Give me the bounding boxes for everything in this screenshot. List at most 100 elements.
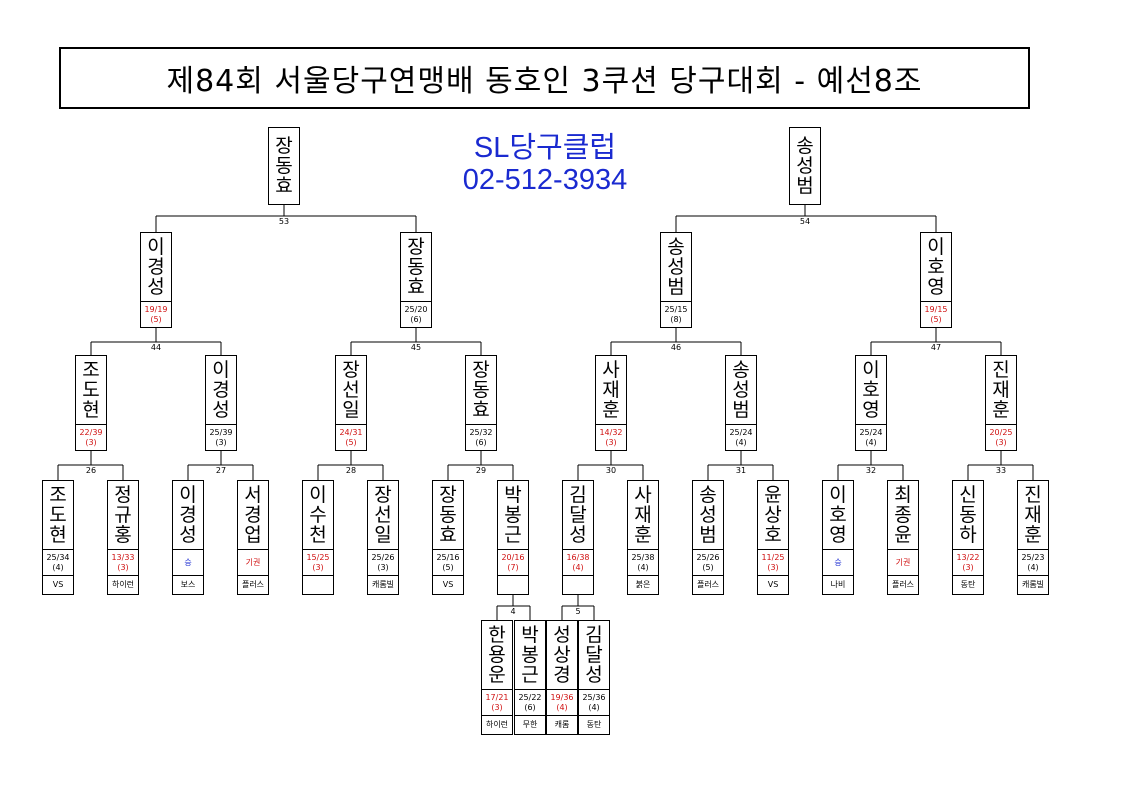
score-detail: (6) bbox=[410, 314, 422, 324]
player-club: VS bbox=[43, 575, 73, 594]
player-club: 플러스 bbox=[693, 575, 723, 594]
score-detail: (3) bbox=[377, 562, 389, 572]
player-club: 캐롬빌 bbox=[368, 575, 398, 594]
score-detail: (7) bbox=[507, 562, 519, 572]
player-club: 붉은 bbox=[628, 575, 658, 594]
club-info: SL당구클럽 02-512-3934 bbox=[430, 132, 660, 196]
player-club: 캐롬빌 bbox=[1018, 575, 1048, 594]
score-value: 20/16 bbox=[501, 552, 525, 562]
match-number: 46 bbox=[670, 343, 682, 352]
match-number: 32 bbox=[865, 466, 877, 475]
match-number: 47 bbox=[930, 343, 942, 352]
match-number: 26 bbox=[85, 466, 97, 475]
score-value: 승 bbox=[834, 557, 842, 567]
score-value: 25/16 bbox=[436, 552, 460, 562]
score-detail: (4) bbox=[572, 562, 584, 572]
match-number: 5 bbox=[575, 607, 581, 616]
player-score: 14/32(3) bbox=[596, 424, 626, 450]
player-score: 승 bbox=[823, 549, 853, 575]
score-value: 20/25 bbox=[989, 427, 1013, 437]
score-detail: (4) bbox=[588, 702, 600, 712]
score-value: 14/32 bbox=[599, 427, 623, 437]
player-club bbox=[563, 575, 593, 594]
score-detail: (4) bbox=[735, 437, 747, 447]
score-value: 25/34 bbox=[46, 552, 70, 562]
player-score: 19/19(5) bbox=[141, 301, 171, 327]
player-score: 13/22(3) bbox=[953, 549, 983, 575]
match-number: 4 bbox=[510, 607, 516, 616]
match-number: 45 bbox=[410, 343, 422, 352]
score-detail: (3) bbox=[117, 562, 129, 572]
score-value: 16/38 bbox=[566, 552, 590, 562]
player-score: 승 bbox=[173, 549, 203, 575]
match-number: 28 bbox=[345, 466, 357, 475]
score-value: 25/20 bbox=[404, 304, 428, 314]
score-detail: (6) bbox=[475, 437, 487, 447]
score-value: 19/15 bbox=[924, 304, 948, 314]
player-score: 13/33(3) bbox=[108, 549, 138, 575]
score-value: 승 bbox=[184, 557, 192, 567]
match-number: 30 bbox=[605, 466, 617, 475]
player-score: 25/24(4) bbox=[726, 424, 756, 450]
score-detail: (3) bbox=[767, 562, 779, 572]
match-number: 44 bbox=[150, 343, 162, 352]
player-score: 25/23(4) bbox=[1018, 549, 1048, 575]
score-value: 17/21 bbox=[485, 692, 509, 702]
player-club: 하이런 bbox=[482, 715, 512, 734]
score-detail: (4) bbox=[637, 562, 649, 572]
player-score: 19/15(5) bbox=[921, 301, 951, 327]
match-number: 54 bbox=[799, 217, 811, 226]
score-value: 25/15 bbox=[664, 304, 688, 314]
player-club: 캐롬 bbox=[547, 715, 577, 734]
score-detail: (5) bbox=[345, 437, 357, 447]
player-score: 15/25(3) bbox=[303, 549, 333, 575]
score-detail: (4) bbox=[556, 702, 568, 712]
player-score: 17/21(3) bbox=[482, 689, 512, 715]
player-score: 20/25(3) bbox=[986, 424, 1016, 450]
player-club: VS bbox=[758, 575, 788, 594]
score-value: 13/33 bbox=[111, 552, 135, 562]
player-club: VS bbox=[433, 575, 463, 594]
player-score: 25/26(3) bbox=[368, 549, 398, 575]
club-name: SL당구클럽 bbox=[473, 132, 617, 164]
score-value: 기권 bbox=[895, 557, 911, 567]
player-score: 기권 bbox=[238, 549, 268, 575]
score-value: 25/22 bbox=[518, 692, 542, 702]
player-score: 기권 bbox=[888, 549, 918, 575]
player-score: 16/38(4) bbox=[563, 549, 593, 575]
